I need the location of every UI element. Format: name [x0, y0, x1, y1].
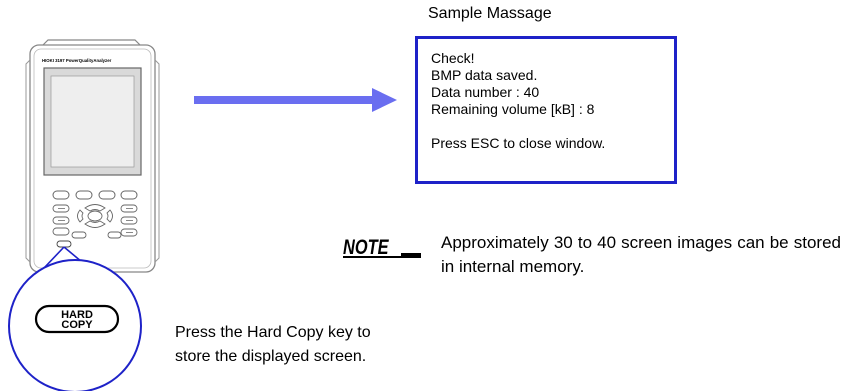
sample-message-caption: Sample Massage: [428, 5, 552, 22]
hard-copy-key: [34, 304, 120, 334]
analyzer-device-illustration: HIOKI 3197 PowerQualityAnalyzer: [8, 39, 160, 391]
right-arrow-icon: [194, 88, 397, 112]
note-logo-icon: NOTE: [343, 235, 421, 258]
hard-copy-key-label-line2: COPY: [61, 319, 93, 331]
device-brand-label: HIOKI 3197 PowerQualityAnalyzer: [42, 58, 112, 63]
message-line-data-number: Data number : 40: [431, 84, 540, 100]
note-text: Approximately 30 to 40 screen images can…: [441, 233, 841, 276]
left-keys: [52, 204, 87, 239]
message-line-check: Check!: [431, 50, 475, 66]
function-keys: [52, 190, 138, 200]
hard-copy-key-label-line1: HARD: [61, 309, 93, 321]
hard-copy-caption-line2: store the displayed screen.: [175, 348, 367, 365]
hard-copy-key-small: [56, 240, 72, 248]
hard-copy-caption-line1: Press the Hard Copy key to: [175, 324, 371, 341]
hard-copy-caption: Press the Hard Copy key to store the dis…: [175, 321, 371, 369]
message-line-esc: Press ESC to close window.: [431, 135, 606, 151]
svg-text:NOTE: NOTE: [343, 235, 390, 258]
message-line-remaining: Remaining volume [kB] : 8: [431, 101, 595, 117]
message-line-blank: [431, 118, 661, 135]
cursor-keypad: [77, 204, 113, 228]
message-line-saved: BMP data saved.: [431, 67, 538, 83]
message-window: Check! BMP data saved. Data number : 40 …: [415, 36, 677, 184]
